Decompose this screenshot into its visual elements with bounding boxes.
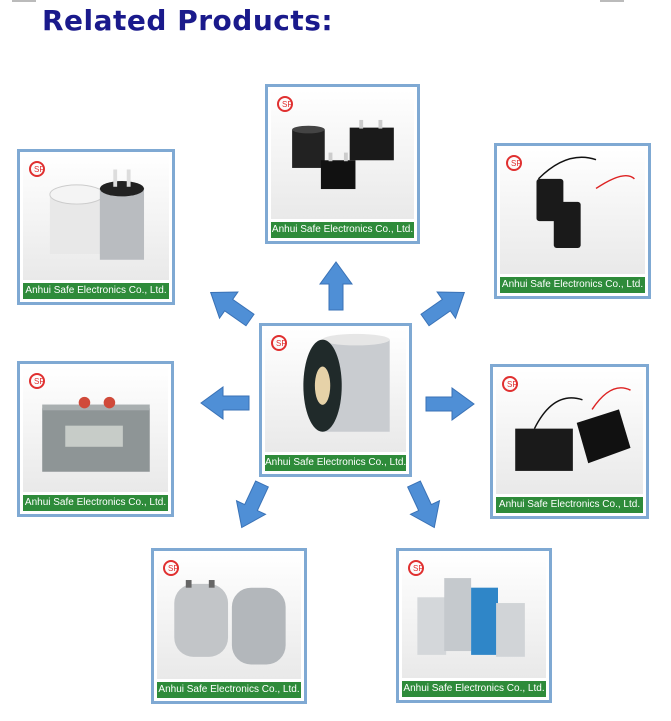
svg-text:SF: SF [34,377,44,386]
product-caption: Anhui Safe Electronics Co., Ltd. [157,682,301,698]
product-caption: Anhui Safe Electronics Co., Ltd. [265,455,406,471]
page-title: Related Products: [42,4,334,37]
corner-mark-left [12,0,36,2]
sf-logo-icon: SF [506,155,522,171]
product-card-bottom-left[interactable]: SF Anhui Safe Electronics Co., Ltd. [151,548,307,704]
product-photo [23,155,169,280]
corner-mark-right [600,0,624,2]
arrow-up-icon [319,261,353,311]
product-caption: Anhui Safe Electronics Co., Ltd. [23,283,169,299]
svg-text:SF: SF [276,339,286,348]
sf-logo-icon: SF [29,373,45,389]
svg-text:SF: SF [34,165,44,174]
product-caption: Anhui Safe Electronics Co., Ltd. [402,681,546,697]
product-caption: Anhui Safe Electronics Co., Ltd. [496,497,643,513]
product-card-center[interactable]: SF Anhui Safe Electronics Co., Ltd. [259,323,412,477]
sf-logo-icon: SF [271,335,287,351]
product-photo [500,149,645,274]
product-card-top-right[interactable]: SF Anhui Safe Electronics Co., Ltd. [494,143,651,299]
product-photo [402,554,546,678]
product-photo [271,90,414,219]
arrow-down-left-icon [226,476,278,535]
product-photo [496,370,643,494]
sf-logo-icon: SF [408,560,424,576]
product-card-top-left[interactable]: SF Anhui Safe Electronics Co., Ltd. [17,149,175,305]
product-card-middle-right[interactable]: SF Anhui Safe Electronics Co., Ltd. [490,364,649,519]
svg-text:SF: SF [507,380,517,389]
sf-logo-icon: SF [502,376,518,392]
product-card-middle-left[interactable]: SF Anhui Safe Electronics Co., Ltd. [17,361,174,517]
arrow-up-left-icon [201,278,260,334]
arrow-up-right-icon [415,278,474,334]
product-caption: Anhui Safe Electronics Co., Ltd. [23,495,168,511]
svg-text:SF: SF [511,159,521,168]
product-card-bottom-right[interactable]: SF Anhui Safe Electronics Co., Ltd. [396,548,552,703]
product-card-top[interactable]: SF Anhui Safe Electronics Co., Ltd. [265,84,420,244]
product-photo [157,554,301,679]
product-photo [265,329,406,452]
product-caption: Anhui Safe Electronics Co., Ltd. [271,222,414,238]
svg-text:SF: SF [168,564,178,573]
arrow-down-right-icon [398,476,450,535]
product-photo [23,367,168,492]
arrow-left-icon [200,386,250,420]
sf-logo-icon: SF [29,161,45,177]
sf-logo-icon: SF [277,96,293,112]
svg-text:SF: SF [282,100,292,109]
svg-text:SF: SF [413,564,423,573]
arrow-right-icon [425,387,475,421]
sf-logo-icon: SF [163,560,179,576]
product-caption: Anhui Safe Electronics Co., Ltd. [500,277,645,293]
